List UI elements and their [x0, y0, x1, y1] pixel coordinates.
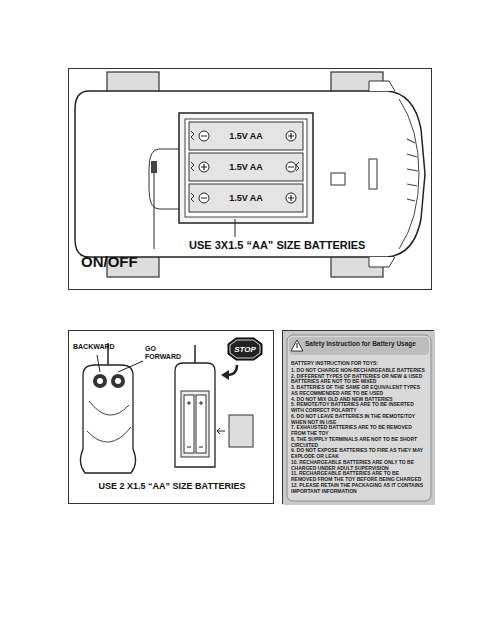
instruction-line: 11. RECHARGEABLE BATTERIES ARE TO BE REM…	[291, 471, 425, 483]
instruction-line: 3. BATTERIES OF THE SAME OR EQUIVALENT T…	[291, 385, 425, 397]
battery-label: 1.5V AA	[229, 193, 263, 203]
instruction-line: 10. RECHARGEABLE BATTERIES ARE ONLY TO B…	[291, 460, 425, 472]
instruction-line: 7. EXHAUSTED BATTERIES ARE TO BE REMOVED…	[291, 425, 425, 437]
button-label: GO FORWARD	[145, 345, 179, 361]
instruction-list: BATTERY INSTRUCTION FOR TOYS:1. DO NOT C…	[291, 361, 425, 494]
panel-title: Safety Instruction for Battery Usage	[305, 340, 416, 347]
instruction-line: 9. DO NOT EXPOSE BATTERIES TO FIRE AS TH…	[291, 448, 425, 460]
battery-instruction: USE 3X1.5 “AA” SIZE BATTERIES	[189, 239, 365, 252]
instruction-line: BATTERY INSTRUCTION FOR TOYS:	[291, 361, 425, 367]
stop-label: STOP	[234, 345, 256, 354]
instruction-line: 5. REMOTE/TOY BATTERIES ARE TO BE INSERT…	[291, 402, 425, 414]
instruction-line: 8. THE SUPPLY TERMINALS ARE NOT TO BE SH…	[291, 437, 425, 449]
remote-panel: BACKWARD GO FORWARD USE 2 X1.5 “AA” SIZE B…	[68, 330, 274, 504]
stop-sign: STOP	[227, 337, 263, 361]
instruction-line: 6. DO NOT LEAVE BATTERIES IN THE REMOTE/…	[291, 414, 425, 426]
instruction-line: 12. PLEASE RETAIN THE PACKAGING AS IT CO…	[291, 483, 425, 495]
instruction-line: 2. DIFFERENT TYPES OF BATTERIES OR NEW &…	[291, 374, 425, 386]
battery-cell: 1.5V AA	[189, 184, 303, 212]
safety-panel: Safety Instruction for Battery UsageBATT…	[282, 330, 434, 504]
battery-cell: 1.5V AA	[189, 122, 303, 150]
switch-label: ON/OFF	[81, 253, 138, 270]
battery-label: 1.5V AA	[229, 131, 263, 141]
battery-instruction: USE 2 X1.5 “AA” SIZE BATTERIES	[69, 481, 275, 491]
button-label: BACKWARD	[73, 343, 115, 351]
car-panel: ON/OFF USE 3X1.5 “AA” SIZE BATTERIES 1.5V …	[68, 68, 432, 290]
battery-cell: 1.5V AA	[189, 153, 303, 181]
battery-label: 1.5V AA	[229, 162, 263, 172]
